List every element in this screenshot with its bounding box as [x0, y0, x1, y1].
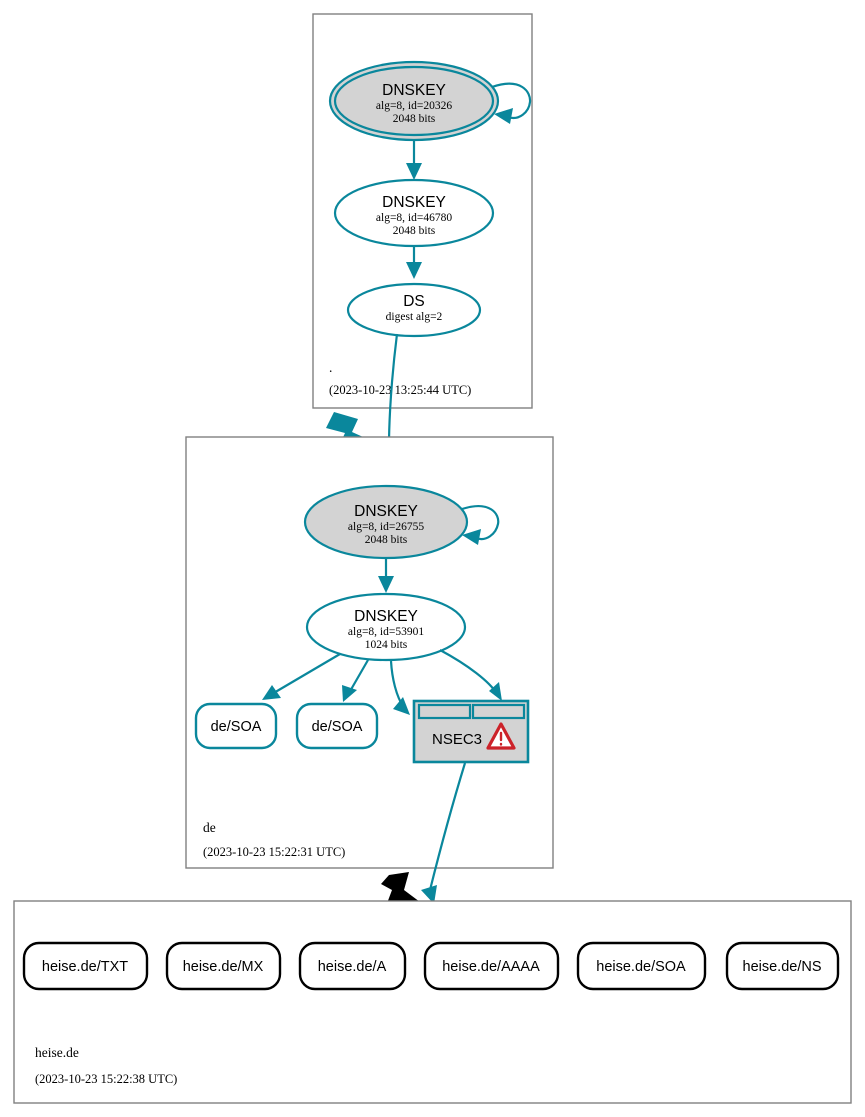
rrset-de-soa-1-label: de/SOA — [211, 719, 262, 735]
rrset-heise-ns-label: heise.de/NS — [743, 959, 822, 975]
node-de-ksk-type: DNSKEY — [354, 503, 418, 520]
edge-de-nsec3-to-heise-zone — [421, 762, 467, 904]
rrset-heise-txt-shape[interactable] — [22, 941, 149, 991]
node-root-zsk-size: 2048 bits — [393, 225, 436, 237]
zone-heise-de-name: heise.de — [35, 1045, 79, 1060]
node-root-ds-shape[interactable] — [346, 282, 482, 338]
node-de-zsk[interactable]: DNSKEY alg=8, id=53901 1024 bits — [305, 592, 467, 662]
zone-heise-de-timestamp: (2023-10-23 15:22:38 UTC) — [35, 1072, 177, 1086]
rrset-de-nsec3-label: NSEC3 — [432, 731, 482, 748]
rrset-de-nsec3-header-cell-1[interactable] — [417, 703, 472, 720]
node-de-ksk[interactable]: DNSKEY alg=8, id=26755 2048 bits — [303, 484, 469, 560]
rrset-de-soa-1-shape[interactable] — [194, 702, 278, 750]
node-root-ksk-inner[interactable] — [333, 65, 495, 137]
rrset-heise-a-label: heise.de/A — [318, 959, 387, 975]
rrset-heise-aaaa-label: heise.de/AAAA — [442, 959, 540, 975]
rrset-heise-mx[interactable]: heise.de/MX — [165, 941, 282, 991]
rrset-heise-ns[interactable]: heise.de/NS — [725, 941, 840, 991]
edge-root-zsk-to-ds — [406, 247, 422, 279]
node-root-zsk-alg: alg=8, id=46780 — [376, 212, 452, 224]
rrset-heise-mx-shape[interactable] — [165, 941, 282, 991]
node-de-zsk-shape[interactable] — [305, 592, 467, 662]
edge-root-ksk-self-sign — [491, 82, 532, 124]
rrset-heise-a[interactable]: heise.de/A — [298, 941, 407, 991]
zone-de-name: de — [203, 820, 216, 835]
rrset-heise-ns-shape[interactable] — [725, 941, 840, 991]
edge-de-zsk-to-nsec3-right — [439, 649, 502, 701]
zone-heise-de-box[interactable] — [13, 900, 852, 1104]
node-root-ksk-type: DNSKEY — [382, 82, 446, 99]
zone-heise-de[interactable]: heise.de (2023-10-23 15:22:38 UTC) — [13, 900, 852, 1104]
node-root-zsk-type: DNSKEY — [382, 194, 446, 211]
rrset-heise-soa-label: heise.de/SOA — [596, 959, 686, 975]
node-de-ksk-size: 2048 bits — [365, 534, 408, 546]
rrset-heise-txt-label: heise.de/TXT — [42, 959, 128, 975]
node-root-ds[interactable]: DS digest alg=2 — [346, 282, 482, 338]
rrset-de-soa-2[interactable]: de/SOA — [295, 702, 379, 750]
warning-triangle-icon[interactable] — [486, 722, 516, 750]
rrset-heise-a-shape[interactable] — [298, 941, 407, 991]
delegation-de-to-heise — [381, 872, 420, 906]
node-root-zsk-shape[interactable] — [333, 178, 495, 248]
rrset-heise-mx-label: heise.de/MX — [183, 959, 264, 975]
rrset-heise-soa-shape[interactable] — [576, 941, 707, 991]
rrset-de-soa-2-shape[interactable] — [295, 702, 379, 750]
node-root-ds-digest: digest alg=2 — [386, 311, 443, 323]
rrset-heise-txt[interactable]: heise.de/TXT — [22, 941, 149, 991]
edge-de-zsk-to-soa-2 — [342, 659, 369, 702]
rrset-de-soa-2-label: de/SOA — [312, 719, 363, 735]
node-root-zsk[interactable]: DNSKEY alg=8, id=46780 2048 bits — [333, 178, 495, 248]
edge-de-ksk-to-zsk — [378, 558, 394, 593]
node-root-ksk-size: 2048 bits — [393, 113, 436, 125]
edge-root-ksk-to-zsk — [406, 141, 422, 180]
node-de-zsk-alg: alg=8, id=53901 — [348, 626, 424, 638]
edge-de-zsk-to-nsec3-left — [389, 660, 410, 715]
zone-root-name: . — [329, 360, 332, 375]
node-root-ksk[interactable]: DNSKEY alg=8, id=20326 2048 bits — [328, 60, 500, 142]
rrset-heise-soa[interactable]: heise.de/SOA — [576, 941, 707, 991]
node-de-ksk-alg: alg=8, id=26755 — [348, 521, 424, 533]
rrset-de-nsec3[interactable]: NSEC3 — [412, 699, 530, 764]
rrset-de-soa-1[interactable]: de/SOA — [194, 702, 278, 750]
node-root-ksk-alg: alg=8, id=20326 — [376, 100, 452, 112]
edge-de-ksk-self-sign — [461, 505, 500, 545]
rrset-heise-aaaa[interactable]: heise.de/AAAA — [423, 941, 560, 991]
rrset-de-nsec3-header-cell-2[interactable] — [471, 703, 526, 720]
node-de-zsk-type: DNSKEY — [354, 608, 418, 625]
zone-de-timestamp: (2023-10-23 15:22:31 UTC) — [203, 845, 345, 859]
rrset-heise-aaaa-shape[interactable] — [423, 941, 560, 991]
node-root-ds-type: DS — [403, 293, 425, 310]
zone-root-timestamp: (2023-10-23 13:25:44 UTC) — [329, 383, 471, 397]
edge-de-zsk-to-soa-1 — [262, 653, 341, 700]
node-de-zsk-size: 1024 bits — [365, 639, 408, 651]
